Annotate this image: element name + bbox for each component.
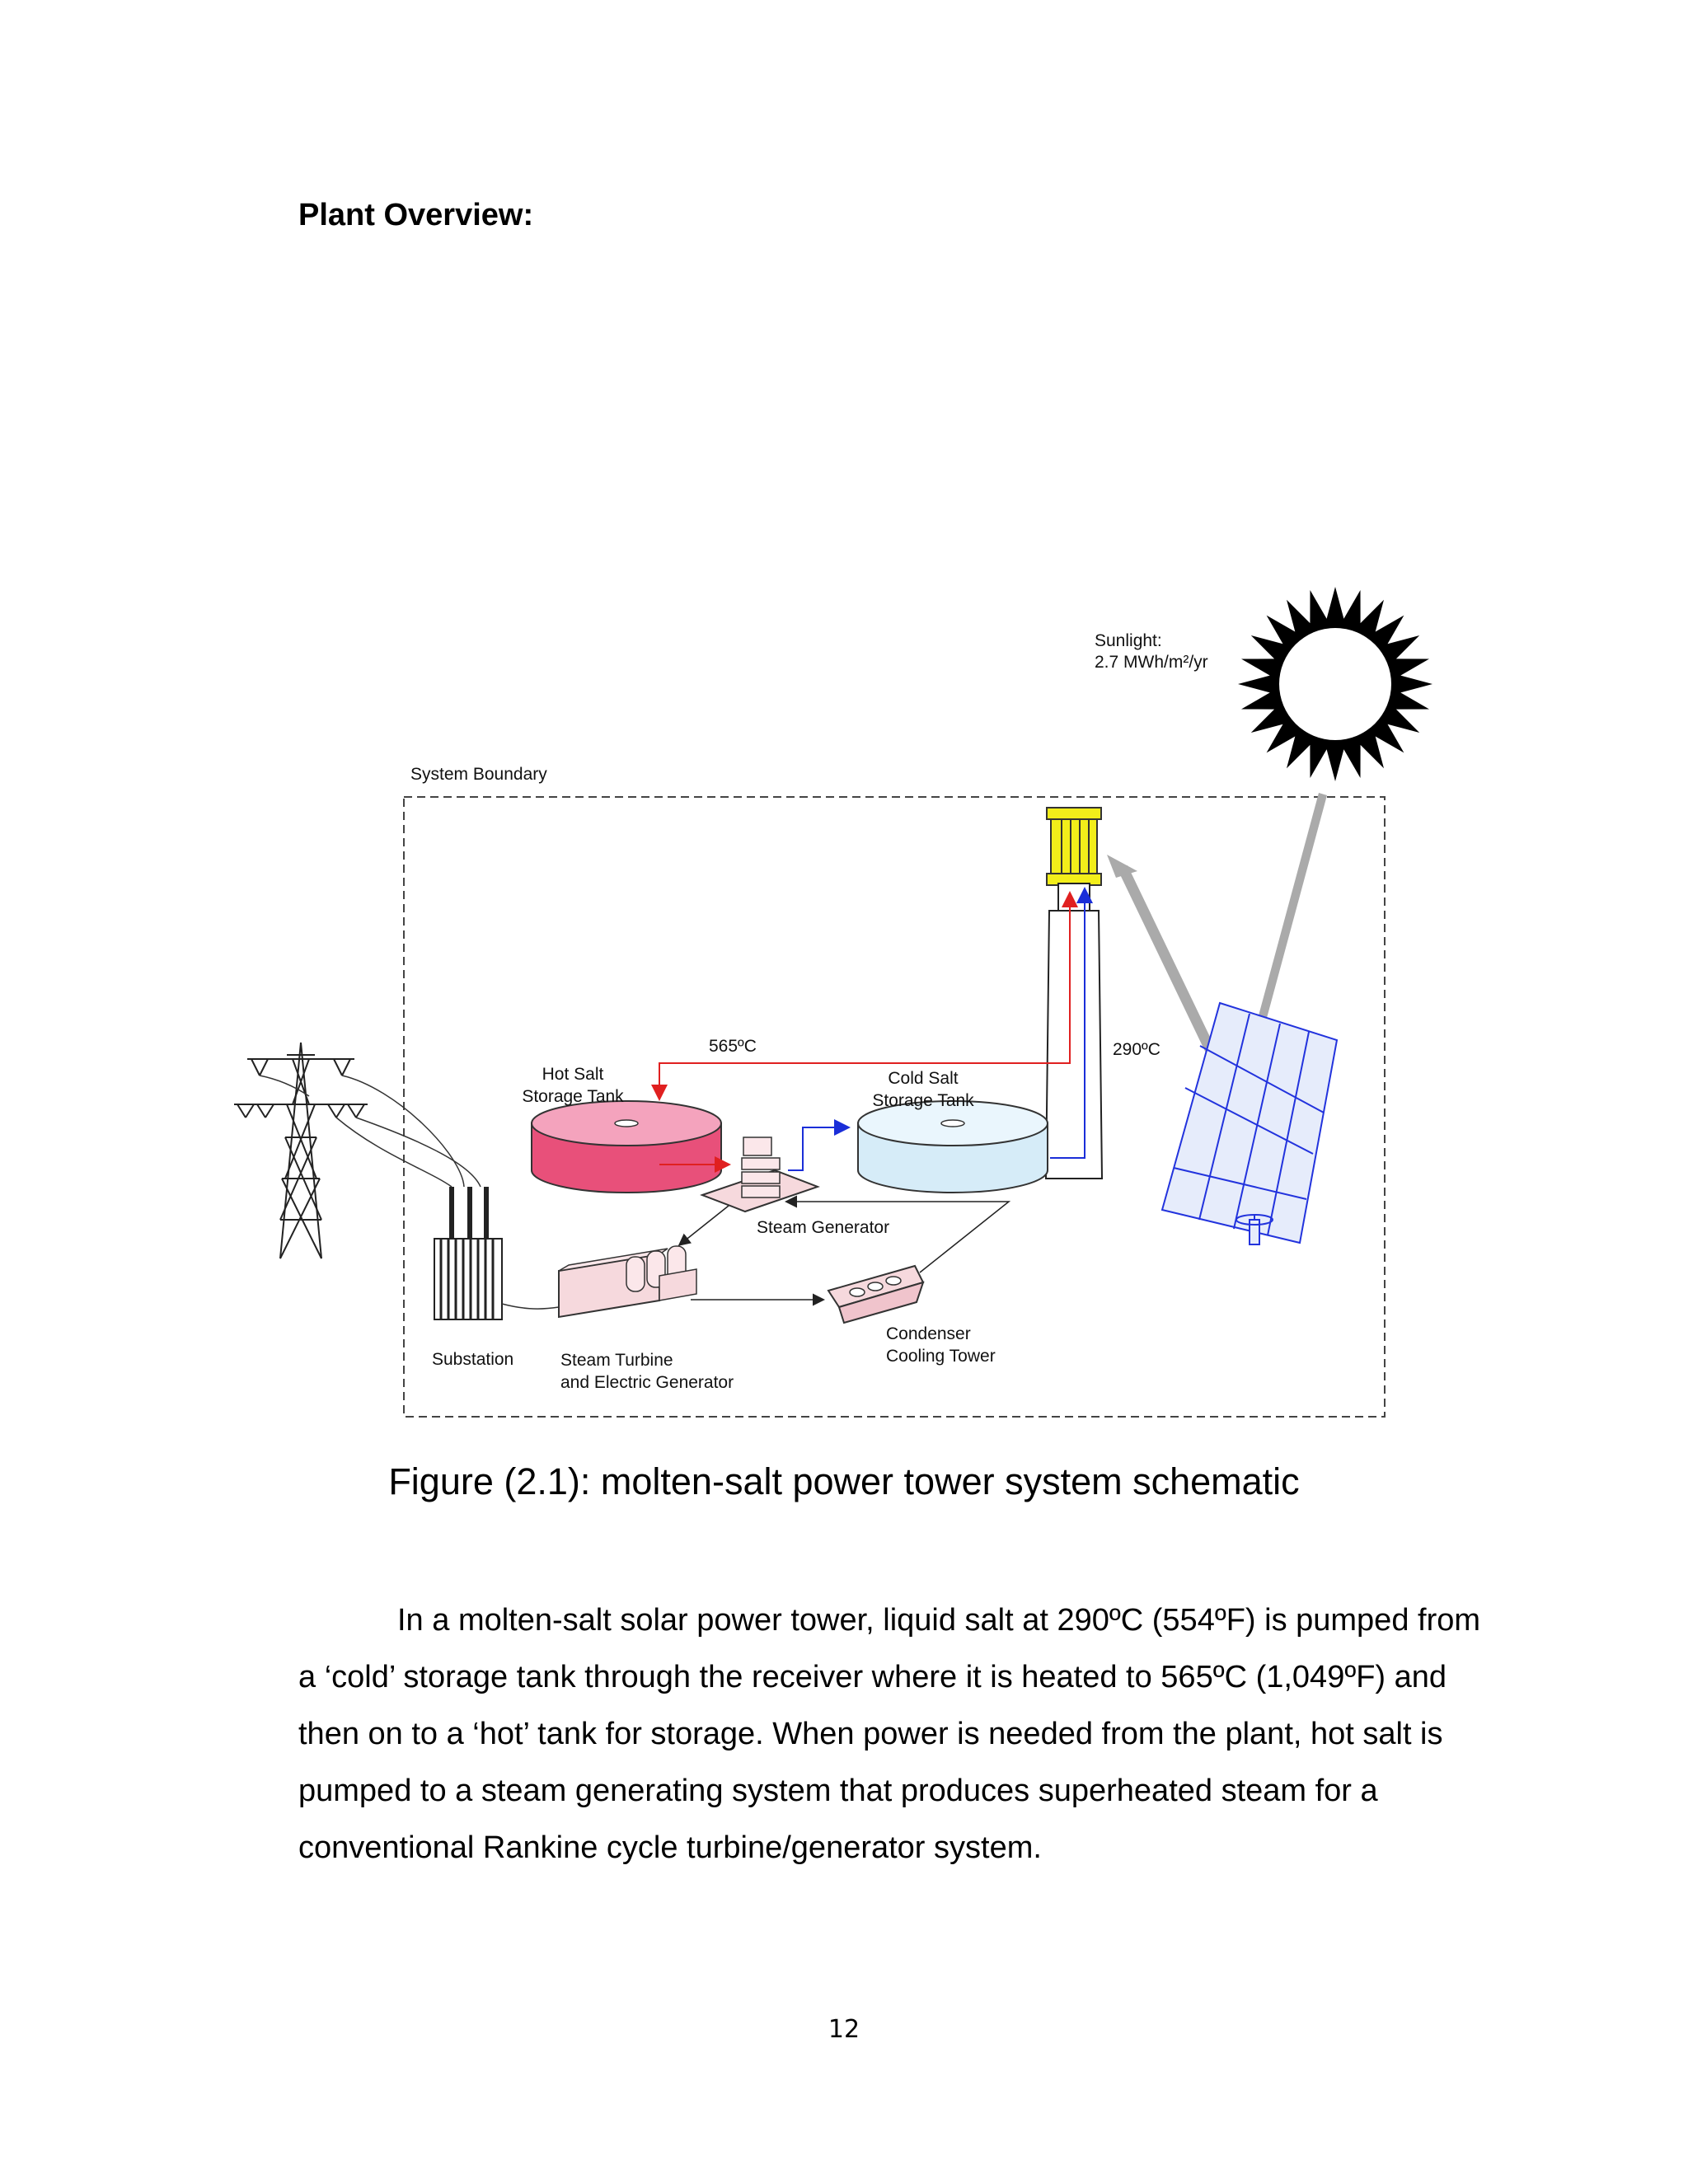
- condenser-label-line1: Condenser: [886, 1324, 971, 1343]
- condenser-label-line2: Cooling Tower: [886, 1347, 996, 1366]
- power-line: [335, 1117, 452, 1188]
- hot-tank-label: Hot Salt Storage Tank: [511, 1063, 635, 1108]
- power-tower-schematic: Sunlight: 2.7 MWh/m²/yr System Boundary …: [231, 560, 1451, 1434]
- power-line: [341, 1075, 465, 1188]
- hot-salt-flow-line: [651, 900, 1071, 1101]
- cold-tank-label: Cold Salt Storage Tank: [861, 1067, 985, 1112]
- cold-tank-label-line2: Storage Tank: [872, 1091, 974, 1110]
- substation-label: Substation: [432, 1350, 514, 1369]
- turbine-label: Steam Turbine and Electric Generator: [560, 1349, 734, 1394]
- sunlight-value: 2.7 MWh/m²/yr: [1095, 653, 1208, 672]
- hot-temperature-label: 565ºC: [709, 1037, 757, 1056]
- hot-salt-tank-icon: [531, 1100, 722, 1193]
- hot-tank-label-line2: Storage Tank: [522, 1087, 624, 1106]
- condenser-cooling-tower-icon: [827, 1264, 925, 1324]
- substation-icon: [434, 1187, 503, 1320]
- condenser-label: Condenser Cooling Tower: [886, 1323, 996, 1367]
- steam-generator-icon: [700, 1137, 820, 1213]
- cold-tank-label-line1: Cold Salt: [888, 1069, 959, 1088]
- steam-to-turbine-line: [678, 1205, 729, 1246]
- system-boundary-box: [403, 796, 1386, 1418]
- schematic-drawing: [234, 587, 1432, 1418]
- power-line: [259, 1075, 310, 1097]
- receiver-tower: [1044, 807, 1104, 1179]
- hot-tank-label-line1: Hot Salt: [542, 1065, 604, 1084]
- reflected-ray-arrowhead: [1107, 855, 1137, 878]
- page-number: 12: [828, 2015, 860, 2044]
- power-line: [355, 1117, 481, 1188]
- generator-to-substation-line: [501, 1303, 560, 1310]
- steam-generator-label: Steam Generator: [757, 1218, 890, 1237]
- cold-temperature-label: 290ºC: [1113, 1040, 1160, 1059]
- heliostat-icon: [1160, 1001, 1339, 1245]
- system-boundary-label: System Boundary: [410, 765, 547, 784]
- turbine-label-line2: and Electric Generator: [560, 1373, 734, 1392]
- generator-to-cold-tank-line: [788, 1119, 851, 1171]
- section-heading: Plant Overview:: [298, 198, 534, 232]
- sun-icon: [1238, 587, 1432, 781]
- turbine-label-line1: Steam Turbine: [560, 1351, 673, 1370]
- cold-salt-tank-icon: [857, 1100, 1048, 1193]
- transmission-tower-icon: [234, 1042, 368, 1259]
- body-paragraph: In a molten-salt solar power tower, liqu…: [298, 1592, 1485, 1877]
- condenser-return-line: [785, 1195, 1011, 1273]
- steam-turbine-icon: [558, 1245, 697, 1319]
- sunlight-label: Sunlight:: [1095, 631, 1162, 650]
- figure-caption: Figure (2.1): molten-salt power tower sy…: [388, 1460, 1300, 1502]
- body-paragraph-text: In a molten-salt solar power tower, liqu…: [298, 1603, 1481, 1865]
- cold-salt-flow-line: [1050, 887, 1093, 1159]
